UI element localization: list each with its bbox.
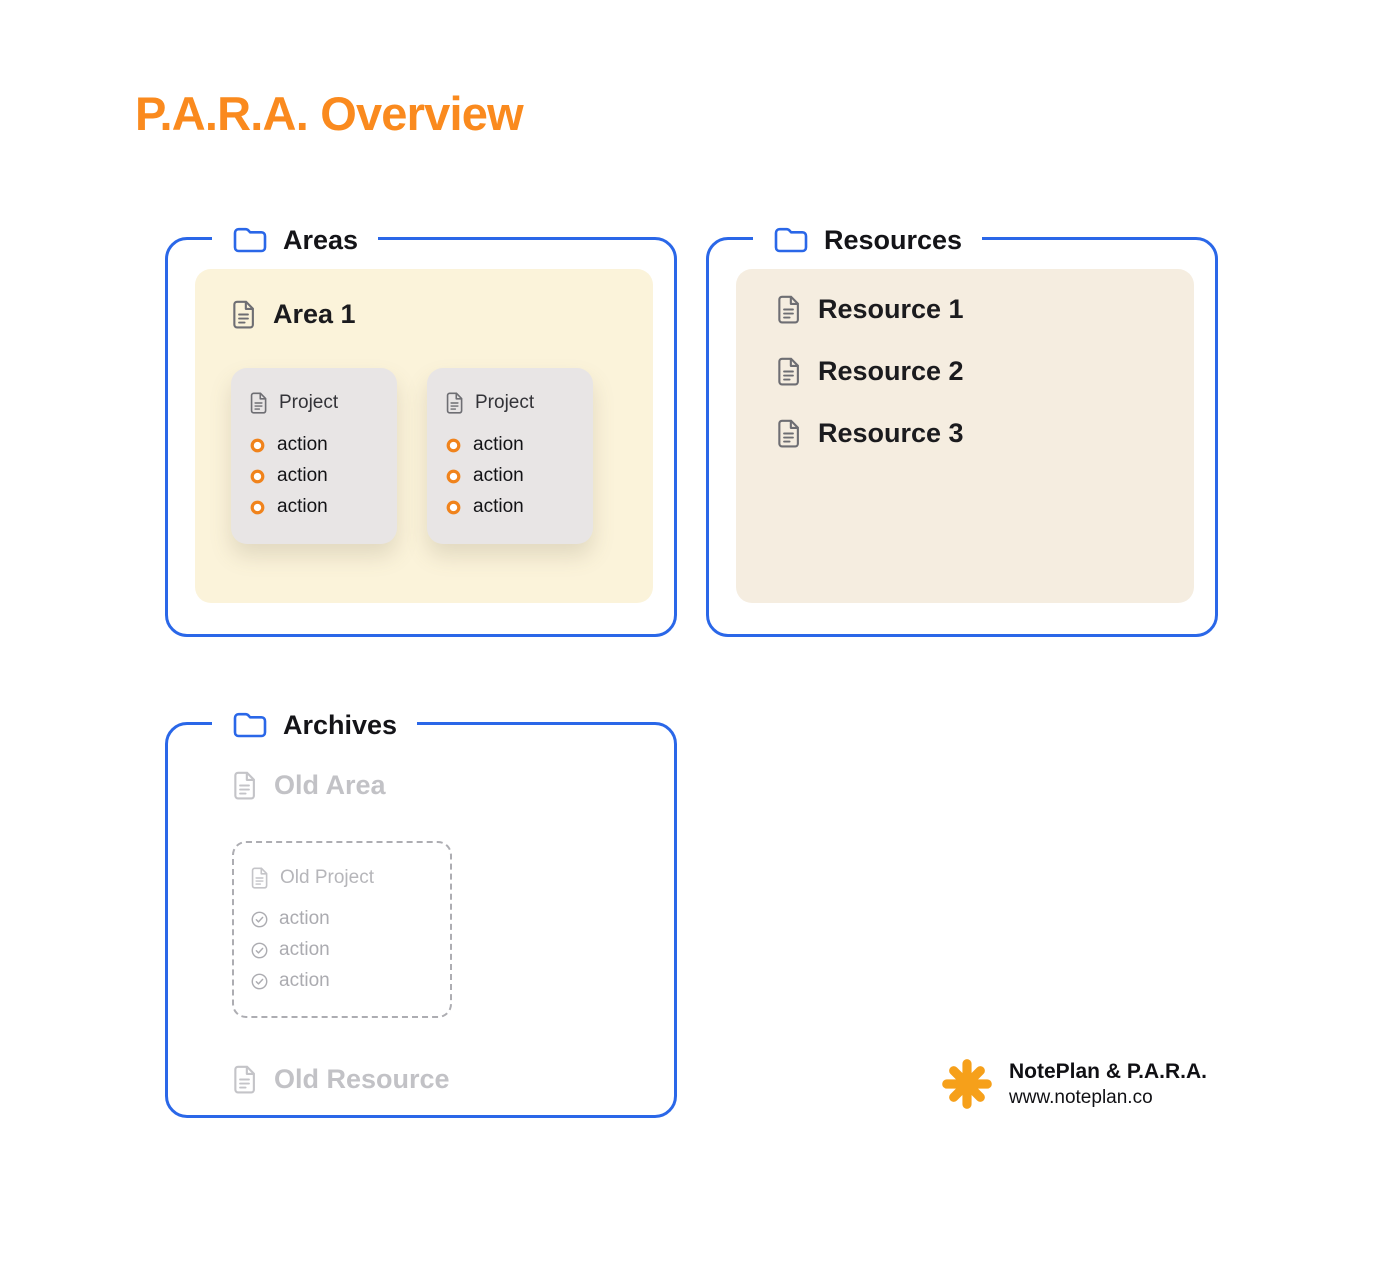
areas-header: Areas [212,217,379,263]
old-action-label: action [279,970,330,991]
brand-text: NotePlan & P.A.R.A. www.noteplan.co [1009,1060,1207,1109]
action-label: action [277,465,328,486]
area-container: Area 1 Project action [195,269,653,603]
action-item: action [445,434,575,456]
document-icon [231,300,256,329]
project-label: Project [279,392,339,413]
old-project-label: Old Project [280,867,374,888]
check-circle-icon [250,941,269,960]
page-title: P.A.R.A. Overview [135,87,524,140]
action-item: action [249,434,379,456]
resources-header: Resources [753,217,983,263]
action-list: action action action [249,434,379,518]
action-label: action [277,434,328,455]
document-icon [232,771,257,800]
old-resource-label: Old Resource [274,1064,450,1094]
document-icon [776,419,801,448]
archives-header: Archives [212,702,418,748]
old-action-label: action [279,908,330,929]
check-circle-icon [250,972,269,991]
resource-item: Resource 1 [776,294,1194,325]
document-icon [776,295,801,324]
resource-item: Resource 2 [776,356,1194,387]
todo-circle-icon [445,437,462,454]
document-icon [445,392,464,414]
projects-row: Project action action acti [231,368,653,544]
footer-brand: NotePlan & P.A.R.A. www.noteplan.co [940,1057,1207,1111]
resource-label: Resource 3 [818,418,964,448]
brand-name: NotePlan & P.A.R.A. [1009,1059,1207,1083]
area-note: Area 1 [231,299,653,330]
action-item: action [445,496,575,518]
areas-panel: Areas Area 1 Project [165,217,677,637]
folder-icon [232,710,268,740]
action-list: action action action [445,434,575,518]
old-area-note: Old Area [232,770,674,801]
old-resource-note: Old Resource [232,1064,674,1095]
resource-item: Resource 3 [776,418,1194,449]
document-icon [776,357,801,386]
resources-label: Resources [824,224,963,255]
old-project-head: Old Project [250,867,434,889]
archives-label: Archives [283,709,398,740]
old-action-list: action action action [250,908,434,992]
action-label: action [473,434,524,455]
old-area-label: Old Area [274,770,386,800]
old-action-item: action [250,939,434,961]
action-item: action [249,465,379,487]
resource-label: Resource 2 [818,356,964,386]
todo-circle-icon [249,437,266,454]
todo-circle-icon [445,499,462,516]
resource-list: Resource 1 Resource 2 Resource 3 [736,269,1194,449]
project-label: Project [475,392,535,413]
project-head: Project [445,392,575,414]
action-item: action [249,496,379,518]
todo-circle-icon [445,468,462,485]
resources-container: Resource 1 Resource 2 Resource 3 [736,269,1194,603]
old-action-item: action [250,970,434,992]
check-circle-icon [250,910,269,929]
old-action-item: action [250,908,434,930]
project-head: Project [249,392,379,414]
action-label: action [277,496,328,517]
noteplan-logo-icon [940,1057,994,1111]
todo-circle-icon [249,499,266,516]
areas-label: Areas [283,224,359,255]
document-icon [232,1065,257,1094]
brand-url: www.noteplan.co [1009,1086,1153,1108]
action-item: action [445,465,575,487]
folder-icon [773,225,809,255]
action-label: action [473,465,524,486]
resources-panel: Resources Resource 1 Resource 2 [706,217,1218,637]
archives-body: Old Area Old Project action ac [168,725,674,1095]
old-project-card: Old Project action action action [232,841,452,1018]
action-label: action [473,496,524,517]
document-icon [250,867,269,889]
resource-label: Resource 1 [818,294,964,324]
project-card: Project action action acti [231,368,397,544]
todo-circle-icon [249,468,266,485]
area-label: Area 1 [273,299,356,329]
archives-panel: Archives Old Area Old Project [165,702,677,1118]
document-icon [249,392,268,414]
folder-icon [232,225,268,255]
project-card: Project action action acti [427,368,593,544]
old-action-label: action [279,939,330,960]
